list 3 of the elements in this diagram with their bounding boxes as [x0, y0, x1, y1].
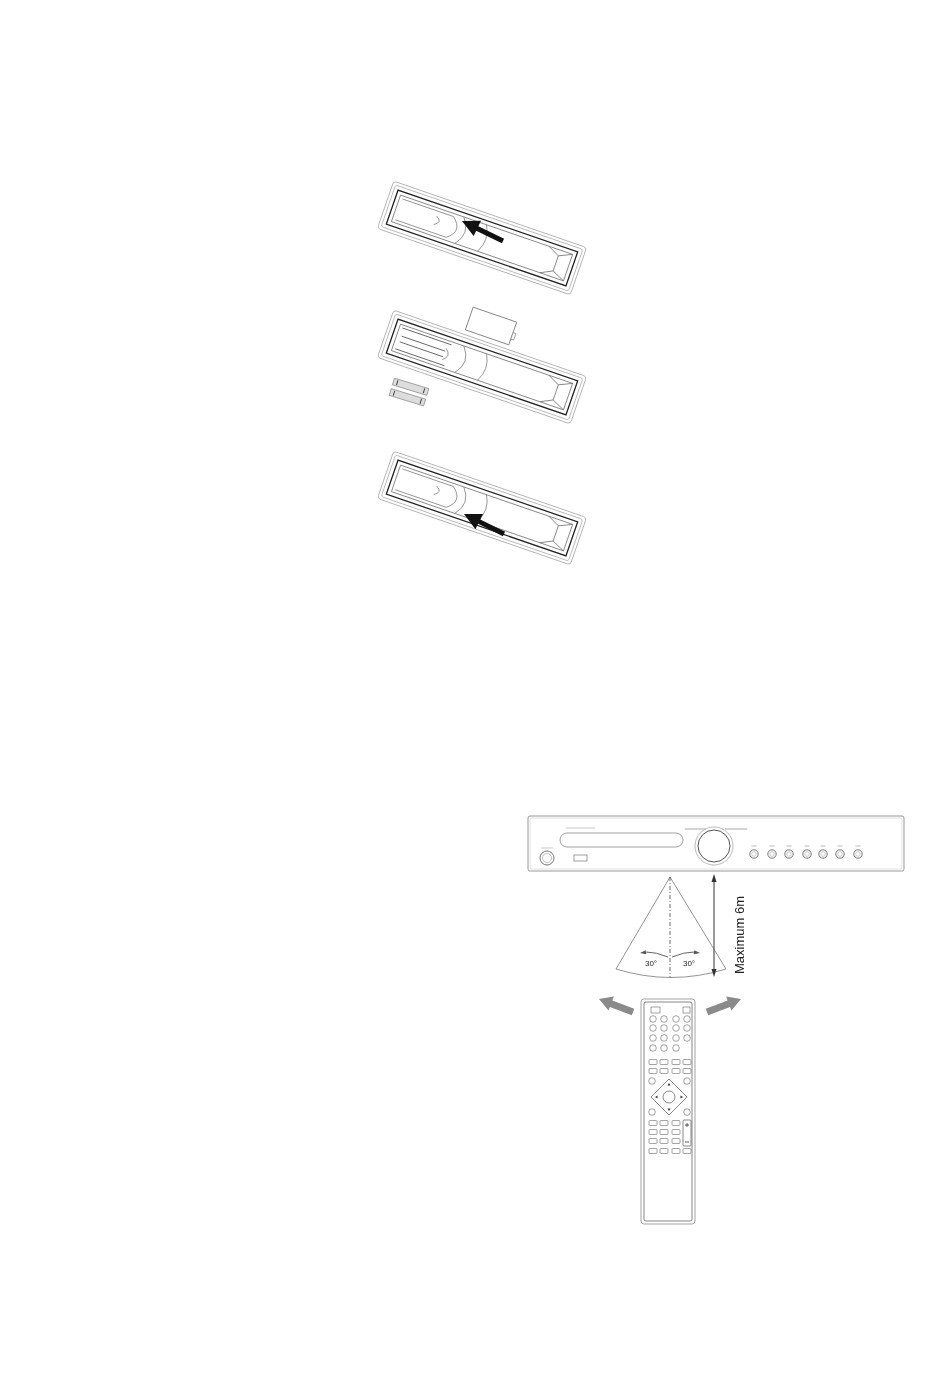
- angle-label: 30°: [682, 960, 696, 968]
- dimension-label: Maximum 6m: [732, 896, 746, 974]
- angle-label: 30°: [644, 960, 658, 968]
